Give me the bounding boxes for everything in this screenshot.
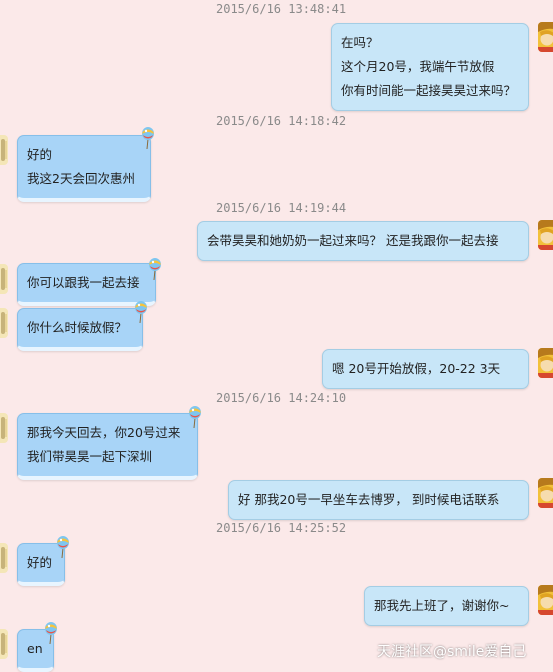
chat-bubble-other[interactable]: 你什么时候放假？	[17, 308, 143, 351]
avatar-icon	[538, 478, 553, 508]
message-text: 那我先上班了，谢谢你~	[374, 598, 510, 613]
avatar-icon	[0, 629, 8, 659]
avatar-icon	[0, 413, 8, 443]
chat-bubble-self[interactable]: 在吗？ 这个月20号，我端午节放假 你有时间能一起接昊昊过来吗？	[331, 23, 529, 111]
message-text: 好的	[27, 555, 53, 570]
balloon-icon	[135, 301, 148, 324]
watermark: 天涯社区@smile爱自己	[377, 644, 527, 660]
avatar-icon	[0, 135, 8, 165]
timestamp: 2015/6/16 14:18:42	[216, 114, 347, 128]
balloon-icon	[149, 258, 162, 281]
chat-bubble-self[interactable]: 那我先上班了，谢谢你~	[364, 586, 529, 626]
timestamp: 2015/6/16 14:25:52	[216, 521, 347, 535]
balloon-icon	[45, 622, 58, 645]
chat-bubble-self[interactable]: 嗯 20号开始放假，20-22 3天	[322, 349, 529, 389]
avatar[interactable]	[0, 543, 8, 573]
chat-bubble-other[interactable]: 那我今天回去，你20号过来 我们带昊昊一起下深圳	[17, 413, 198, 480]
avatar-icon	[0, 264, 8, 294]
message-text: 我这2天会回次惠州	[27, 171, 135, 186]
avatar[interactable]	[538, 348, 553, 378]
message-text: 那我今天回去，你20号过来	[27, 425, 181, 440]
chat-bubble-other[interactable]: 好的	[17, 543, 65, 586]
timestamp: 2015/6/16 14:24:10	[216, 391, 347, 405]
message-text: 会带昊昊和她奶奶一起过来吗？ 还是我跟你一起去接	[207, 233, 499, 248]
avatar[interactable]	[538, 478, 553, 508]
message-text: 好 那我20号一早坐车去博罗， 到时候电话联系	[238, 492, 500, 507]
avatar-icon	[538, 220, 553, 250]
avatar-icon	[538, 585, 553, 615]
balloon-icon	[142, 127, 155, 150]
avatar-icon	[0, 308, 8, 338]
avatar[interactable]	[0, 629, 8, 659]
timestamp: 2015/6/16 14:19:44	[216, 201, 347, 215]
avatar[interactable]	[538, 220, 553, 250]
avatar[interactable]	[0, 135, 8, 165]
message-text: 好的	[27, 147, 53, 162]
chat-bubble-other[interactable]: 你可以跟我一起去接	[17, 263, 156, 306]
chat-bubble-self[interactable]: 好 那我20号一早坐车去博罗， 到时候电话联系	[228, 480, 529, 520]
avatar-icon	[0, 543, 8, 573]
message-text: 你可以跟我一起去接	[27, 275, 140, 290]
chat-bubble-other[interactable]: 好的 我这2天会回次惠州	[17, 135, 151, 202]
avatar[interactable]	[538, 22, 553, 52]
balloon-icon	[189, 406, 202, 429]
message-text: 嗯 20号开始放假，20-22 3天	[332, 361, 501, 376]
chat-bubble-self[interactable]: 会带昊昊和她奶奶一起过来吗？ 还是我跟你一起去接	[197, 221, 529, 261]
message-text: 你有时间能一起接昊昊过来吗？	[341, 83, 517, 98]
timestamp: 2015/6/16 13:48:41	[216, 2, 347, 16]
avatar[interactable]	[0, 308, 8, 338]
avatar-icon	[538, 22, 553, 52]
avatar[interactable]	[0, 264, 8, 294]
message-text: 在吗？	[341, 35, 379, 50]
avatar[interactable]	[0, 413, 8, 443]
balloon-icon	[57, 536, 70, 559]
avatar-icon	[538, 348, 553, 378]
message-text: en	[27, 641, 43, 656]
avatar[interactable]	[538, 585, 553, 615]
message-text: 我们带昊昊一起下深圳	[27, 449, 153, 464]
message-text: 这个月20号，我端午节放假	[341, 59, 495, 74]
message-text: 你什么时候放假？	[27, 320, 128, 335]
